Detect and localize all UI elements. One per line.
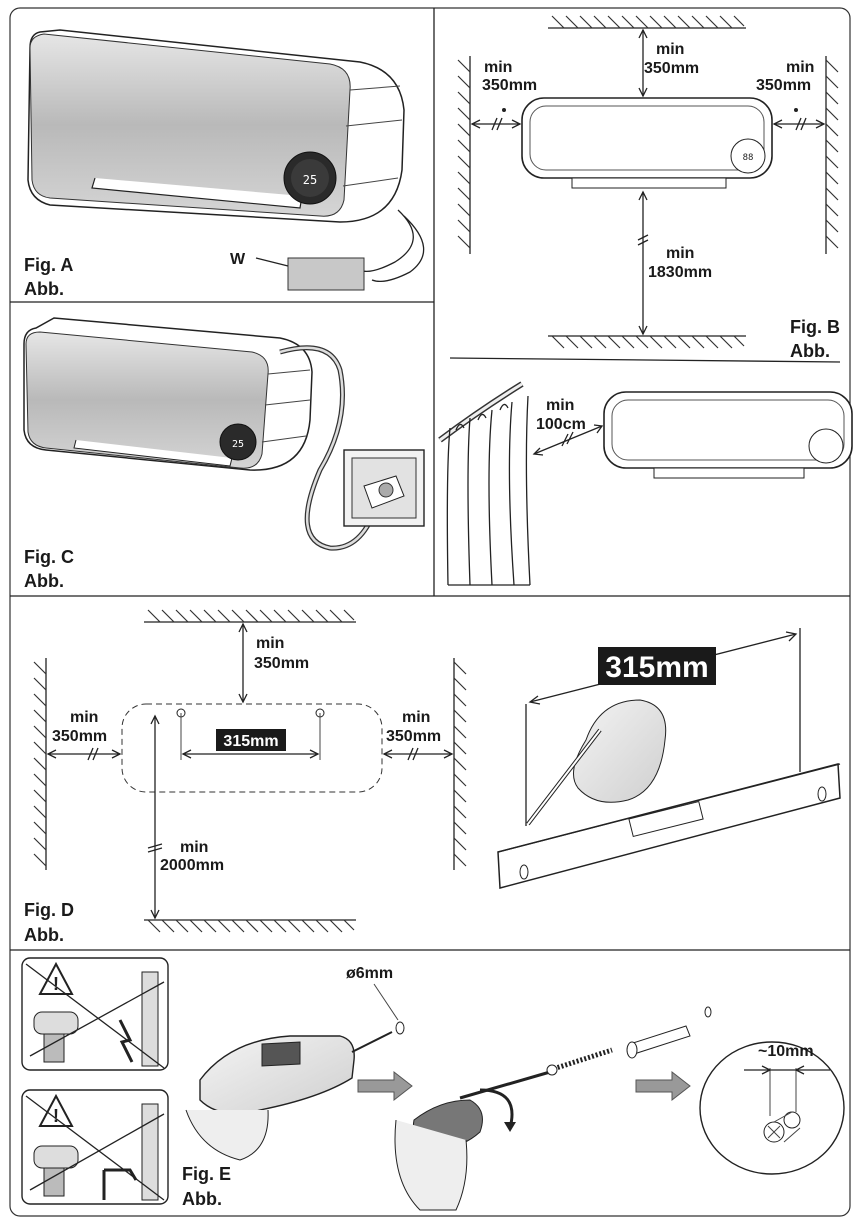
fig-e-title: Fig. E: [182, 1164, 231, 1184]
fig-d-spacing-small: 315mm: [223, 733, 278, 750]
arrow-right-icon: [357, 1070, 413, 1102]
fig-b-curtain-min: min: [546, 397, 574, 414]
fig-b-curtain-heater: [603, 391, 853, 479]
fig-d-bottom-value: 2000mm: [160, 857, 224, 874]
fig-b-bottom-min: min: [666, 245, 694, 262]
fig-b-left-value: 350mm: [482, 77, 537, 94]
screwdriver-and-plug: [394, 1006, 712, 1211]
fig-b-left-min: min: [484, 59, 512, 76]
fig-b-right-min: min: [786, 59, 814, 76]
fig-e-drill-size: ø6mm: [346, 965, 393, 982]
fig-c-heater: 25: [23, 317, 313, 471]
fig-a-title: Fig. A: [24, 255, 73, 275]
fig-d-ceiling: [144, 609, 356, 623]
fig-a-part-label: W: [230, 251, 246, 268]
outer-frame: [9, 7, 851, 1217]
divider-b-curtain: [449, 357, 841, 363]
fig-d-bottom-min: min: [180, 839, 208, 856]
fig-d-right-wall: [453, 658, 467, 870]
fig-b-right-value: 350mm: [756, 77, 811, 94]
detail-zoom-circle: [699, 1041, 845, 1175]
power-drill: [185, 1031, 393, 1161]
warning-box-water: !: [21, 1089, 169, 1205]
fig-e-depth: ~10mm: [758, 1043, 814, 1060]
fig-d-title: Fig. D: [24, 900, 74, 920]
fig-d-left-min: min: [70, 709, 98, 726]
spirit-level: [497, 763, 841, 889]
fig-b-abb: Abb.: [790, 341, 830, 361]
fig-d-top-min: min: [256, 635, 284, 652]
curtain: [438, 381, 531, 586]
fig-b-top-min: min: [656, 41, 684, 58]
fig-a-abb: Abb.: [24, 279, 64, 299]
fig-a-display-value: 25: [303, 173, 317, 187]
fig-b-display-value: 88: [743, 153, 754, 163]
fig-c-title: Fig. C: [24, 547, 74, 567]
svg-text:!: !: [53, 974, 59, 994]
fig-d-right-min: min: [402, 709, 430, 726]
fig-b-top-value: 350mm: [644, 60, 699, 77]
fig-d-left-wall: [33, 658, 47, 870]
fig-d-spacing-large-box: [598, 647, 716, 685]
fig-d-abb: Abb.: [24, 925, 64, 945]
drill-hole: [395, 1021, 405, 1035]
fig-b-heater: 88: [521, 97, 773, 189]
fig-b-bottom-value: 1830mm: [648, 264, 712, 281]
fig-b-title: Fig. B: [790, 317, 840, 337]
fig-c-display-value: 25: [232, 439, 244, 450]
fig-b-left-wall: [457, 56, 471, 254]
warning-box-electric: !: [21, 957, 169, 1071]
fig-e-abb: Abb.: [182, 1189, 222, 1209]
fig-b-curtain-arrow: [533, 425, 603, 455]
hand-with-pencil: [526, 699, 667, 826]
fig-d-spacing-large: 315mm: [605, 651, 708, 684]
fig-d-heater-outline: [121, 703, 383, 793]
fig-d-floor: [144, 919, 356, 933]
fig-b-ceiling: [548, 15, 746, 29]
fig-d-left-value: 350mm: [52, 728, 107, 745]
fig-b-floor: [548, 335, 746, 349]
svg-text:!: !: [53, 1106, 59, 1126]
fig-b-curtain-value: 100cm: [536, 416, 586, 433]
fig-d-spacing-small-box: [216, 729, 286, 751]
fig-b-right-wall: [825, 56, 839, 254]
fig-c-abb: Abb.: [24, 571, 64, 591]
fig-a-heater: 25: [27, 29, 425, 283]
fig-d-right-value: 350mm: [386, 728, 441, 745]
wall-bracket-w: [287, 257, 365, 291]
arrow-right-icon: [635, 1070, 691, 1102]
fig-d-top-value: 350mm: [254, 655, 309, 672]
